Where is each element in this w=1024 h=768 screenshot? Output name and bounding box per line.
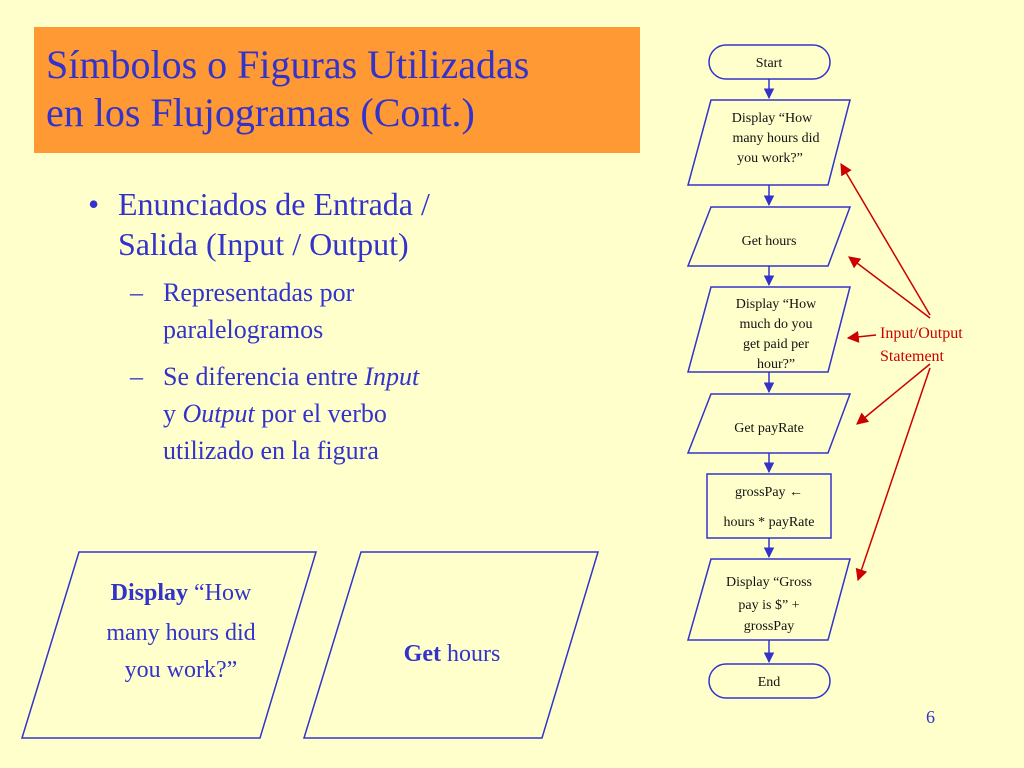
example-get-verb: Get — [404, 641, 441, 667]
end-terminal — [708, 663, 831, 699]
slide-title-line-1: Símbolos o Figuras Utilizadas — [46, 42, 530, 87]
sub-bullet-2-output-word: Output — [182, 399, 255, 428]
display-pay-parallelogram — [687, 286, 851, 373]
example-display-rest: “How — [188, 580, 252, 606]
bullet-dot: • — [88, 186, 100, 222]
get-payrate-parallelogram — [686, 393, 852, 454]
example-display-verb: Display — [111, 580, 188, 606]
page-number: 6 — [926, 707, 935, 727]
display-pay-line-2: much do you — [739, 317, 812, 332]
display-gross-line-3: grossPay — [744, 619, 795, 634]
example-display-parallelogram — [20, 551, 318, 739]
annotation-line-1: Input/Output — [880, 325, 963, 342]
annotation-arrow — [840, 162, 931, 316]
example-get-text: Get hours — [404, 641, 501, 667]
get-payrate-label: Get payRate — [734, 421, 804, 436]
display-gross-parallelogram — [687, 558, 851, 641]
slide-title-line-2: en los Flujogramas (Cont.) — [46, 90, 475, 135]
get-hours-parallelogram — [686, 206, 852, 267]
sub-bullet-dash: – — [130, 362, 143, 391]
annotation-arrow — [848, 256, 931, 319]
sub-bullet-2-line-2-pre: y — [163, 399, 183, 428]
display-hours-line-3: you work?” — [737, 151, 803, 166]
sub-bullet-2-line-3: utilizado en la figura — [163, 436, 379, 465]
start-label: Start — [756, 56, 783, 71]
assign-line-2: hours * payRate — [724, 515, 815, 530]
display-hours-line-2: many hours did — [732, 131, 819, 146]
end-label: End — [758, 675, 781, 690]
sub-bullet-2: – Se diferencia entre Input y Output por… — [88, 358, 528, 469]
sub-bullet-2-line-1-pre: Se diferencia entre — [163, 362, 365, 391]
display-pay-line-4: hour?” — [757, 357, 795, 372]
annotation-line-2: Statement — [880, 348, 945, 365]
annotation-arrow — [855, 367, 931, 582]
sub-bullet-1-line-2: paralelogramos — [163, 315, 324, 344]
sub-bullet-dash: – — [130, 278, 143, 307]
example-display-line-1: Display “How — [111, 580, 252, 606]
example-get-parallelogram — [302, 551, 600, 739]
display-gross-line-2: pay is $” + — [738, 598, 799, 613]
annotation-arrow — [846, 330, 877, 343]
start-terminal — [708, 44, 831, 80]
display-hours-line-1: Display “How — [732, 111, 813, 126]
sub-bullet-1: – Representadas por paralelogramos — [88, 274, 528, 348]
display-gross-line-1: Display “Gross — [726, 575, 812, 590]
example-display-line-3: you work?” — [125, 657, 238, 683]
bullet-list: • Enunciados de Entrada / Salida (Input … — [88, 184, 528, 469]
assign-process-box — [706, 473, 832, 539]
display-hours-parallelogram — [687, 99, 851, 186]
example-display-line-2: many hours did — [106, 620, 255, 646]
sub-bullet-2-line-2-post: por el verbo — [254, 399, 387, 428]
display-pay-line-3: get paid per — [743, 337, 809, 352]
bullet-main-line-1: Enunciados de Entrada / — [118, 186, 430, 222]
title-box: Símbolos o Figuras Utilizadas en los Flu… — [34, 27, 640, 153]
assign-line-1: grossPay ← — [735, 485, 803, 500]
bullet-main: • Enunciados de Entrada / Salida (Input … — [88, 184, 528, 264]
annotation-arrow — [856, 363, 931, 425]
sub-bullet-2-input-word: Input — [364, 362, 420, 391]
display-pay-line-1: Display “How — [736, 297, 817, 312]
sub-bullet-1-line-1: Representadas por — [163, 278, 355, 307]
get-hours-label: Get hours — [742, 234, 797, 249]
bullet-main-line-2: Salida (Input / Output) — [118, 226, 409, 262]
example-get-rest: hours — [441, 641, 500, 667]
